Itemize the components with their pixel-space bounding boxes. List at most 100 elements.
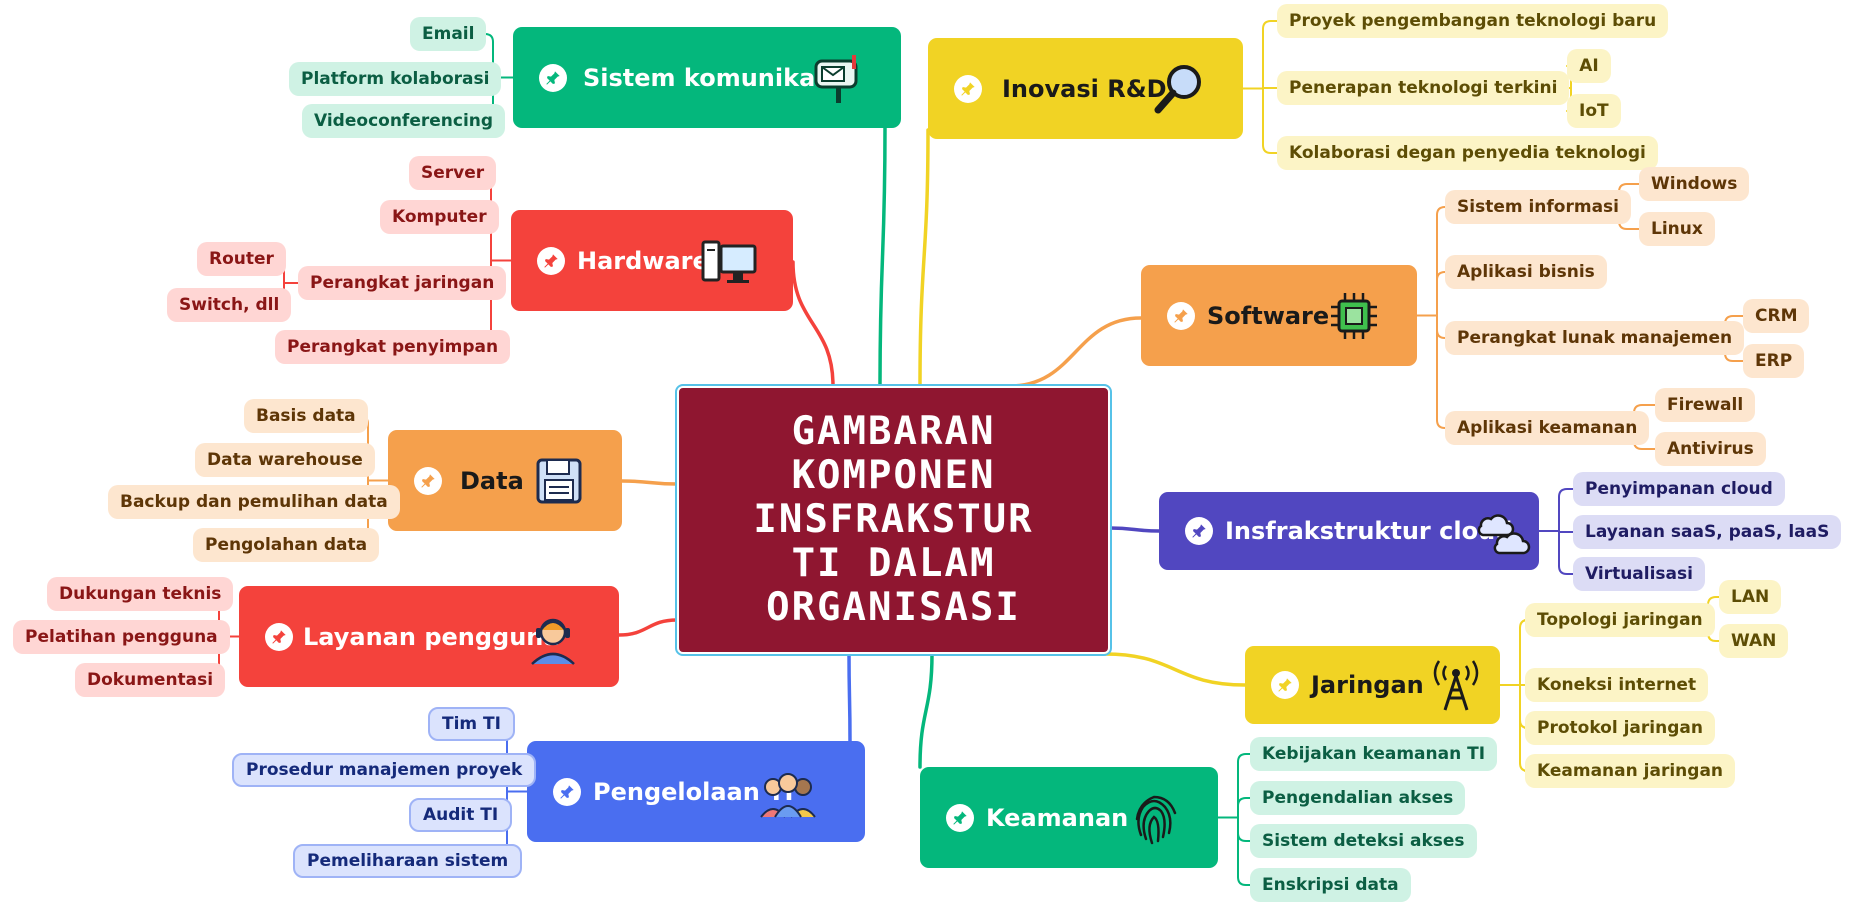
sub-leaf-node[interactable]: Router	[197, 242, 286, 276]
leaf-node[interactable]: Basis data	[244, 399, 368, 433]
leaf-node[interactable]: Kolaborasi degan penyedia teknologi	[1277, 136, 1658, 170]
leaf-node[interactable]: Pemeliharaan sistem	[293, 844, 523, 878]
connector-line	[1558, 565, 1574, 575]
leaf-node[interactable]: Topologi jaringan	[1525, 603, 1715, 637]
pin-icon	[539, 63, 567, 92]
leaf-node[interactable]: Enskripsi data	[1250, 868, 1411, 902]
leaf-node[interactable]: Sistem informasi	[1445, 190, 1631, 224]
sub-leaf-node[interactable]: Windows	[1639, 167, 1750, 201]
sub-leaf-node[interactable]: Firewall	[1655, 388, 1756, 422]
leaf-node[interactable]: Proyek pengembangan teknologi baru	[1277, 4, 1669, 38]
leaf-node[interactable]: Platform kolaborasi	[289, 62, 502, 96]
sub-leaf-node[interactable]: LAN	[1719, 580, 1782, 614]
branch-label: Data	[460, 466, 524, 495]
fingerprint-icon	[1135, 795, 1177, 844]
cloud-icon	[1477, 514, 1531, 555]
leaf-node[interactable]: Virtualisasi	[1573, 557, 1705, 591]
leaf-node[interactable]: Perangkat lunak manajemen	[1445, 321, 1745, 355]
central-topic[interactable]: GAMBARAN KOMPONEN INSFRAKSTUR TI DALAM O…	[675, 384, 1112, 656]
leaf-node[interactable]: Pelatihan pengguna	[13, 620, 230, 654]
connector-line	[617, 618, 679, 637]
connector-line	[1436, 206, 1446, 216]
connector-line	[791, 260, 835, 388]
connector-line	[1436, 271, 1446, 281]
leaf-node[interactable]: Perangkat penyimpan	[275, 330, 511, 364]
leaf-node[interactable]: Protokol jaringan	[1525, 711, 1715, 745]
sub-leaf-node[interactable]: AI	[1567, 49, 1611, 83]
leaf-node[interactable]: Videoconferencing	[302, 104, 506, 138]
pin-icon	[1167, 301, 1195, 330]
branch-hardware[interactable]: Hardware	[511, 210, 793, 311]
mailbox-icon	[814, 54, 858, 103]
leaf-node[interactable]: Email	[410, 17, 487, 51]
branch-label: Sistem komunikasi	[583, 63, 838, 92]
branch-jaringan[interactable]: Jaringan	[1245, 646, 1500, 724]
connector-line	[1558, 488, 1574, 498]
branch-data[interactable]: Data	[388, 430, 622, 531]
leaf-node[interactable]: Server	[409, 156, 497, 190]
leaf-node[interactable]: Layanan saaS, paaS, laaS	[1573, 515, 1842, 549]
leaf-node[interactable]: Tim TI	[428, 707, 515, 741]
connector-line	[918, 128, 930, 388]
branch-keamanan[interactable]: Keamanan	[920, 767, 1218, 868]
chip-icon	[1331, 292, 1377, 339]
connector-line	[878, 126, 887, 388]
sub-leaf-node[interactable]: WAN	[1719, 624, 1789, 658]
branch-software[interactable]: Software	[1141, 265, 1417, 366]
leaf-node[interactable]: Keamanan jaringan	[1525, 754, 1736, 788]
pin-icon	[537, 246, 565, 275]
leaf-node[interactable]: Pengolahan data	[193, 528, 380, 562]
pin-icon	[1185, 517, 1213, 545]
sub-leaf-node[interactable]: IoT	[1567, 94, 1621, 128]
connector-line	[1436, 329, 1446, 339]
branch-label: Jaringan	[1311, 671, 1424, 699]
sub-leaf-node[interactable]: Switch, dll	[167, 288, 292, 322]
antenna-tower-icon	[1433, 660, 1479, 711]
branch-inovasi-rnd[interactable]: Inovasi R&D	[928, 38, 1243, 139]
pin-icon	[946, 803, 974, 832]
leaf-node[interactable]: Audit TI	[409, 798, 513, 832]
leaf-node[interactable]: Aplikasi bisnis	[1445, 255, 1607, 289]
sub-leaf-node[interactable]: Linux	[1639, 212, 1715, 246]
central-topic-title: GAMBARAN KOMPONEN INSFRAKSTUR TI DALAM O…	[753, 409, 1034, 630]
leaf-node[interactable]: Dokumentasi	[75, 663, 226, 697]
connector-line	[1103, 652, 1247, 687]
connector-line	[1008, 316, 1143, 388]
pin-icon	[553, 777, 581, 806]
leaf-node[interactable]: Prosedur manajemen proyek	[232, 753, 537, 787]
branch-layanan-pengguna[interactable]: Layanan pengguna	[239, 586, 619, 687]
leaf-node[interactable]: Perangkat jaringan	[298, 266, 507, 300]
connector-line	[620, 479, 679, 486]
connector-line	[1237, 876, 1251, 886]
leaf-node[interactable]: Sistem deteksi akses	[1250, 824, 1477, 858]
team-icon	[760, 772, 816, 818]
support-agent-icon	[531, 618, 575, 665]
leaf-node[interactable]: Dukungan teknis	[47, 577, 234, 611]
branch-label: Hardware	[577, 246, 709, 275]
connector-line	[1108, 526, 1161, 533]
leaf-node[interactable]: Koneksi internet	[1525, 668, 1709, 702]
sub-leaf-node[interactable]: ERP	[1743, 344, 1805, 378]
magnifier-icon	[1154, 64, 1201, 113]
leaf-node[interactable]: Data warehouse	[195, 443, 375, 477]
connector-line	[918, 652, 934, 769]
connector-line	[1436, 419, 1446, 429]
sub-leaf-node[interactable]: CRM	[1743, 299, 1810, 333]
branch-pengelolaan-ti[interactable]: Pengelolaan TI	[527, 741, 865, 842]
branch-label: Inovasi R&D	[1002, 74, 1167, 103]
leaf-node[interactable]: Aplikasi keamanan	[1445, 411, 1650, 445]
connector-line	[1237, 753, 1251, 763]
leaf-node[interactable]: Kebijakan keamanan TI	[1250, 737, 1498, 771]
leaf-node[interactable]: Backup dan pemulihan data	[108, 485, 400, 519]
leaf-node[interactable]: Komputer	[380, 200, 499, 234]
sub-leaf-node[interactable]: Antivirus	[1655, 432, 1766, 466]
leaf-node[interactable]: Penerapan teknologi terkini	[1277, 71, 1570, 105]
branch-sistem-komunikasi[interactable]: Sistem komunikasi	[513, 27, 901, 128]
branch-label: Insfrakstruktur cloud	[1225, 517, 1513, 545]
branch-infrastruktur-cloud[interactable]: Insfrakstruktur cloud	[1159, 492, 1539, 570]
connector-line	[1262, 20, 1278, 30]
leaf-node[interactable]: Pengendalian akses	[1250, 781, 1466, 815]
leaf-node[interactable]: Penyimpanan cloud	[1573, 472, 1785, 506]
branch-label: Software	[1207, 301, 1330, 330]
